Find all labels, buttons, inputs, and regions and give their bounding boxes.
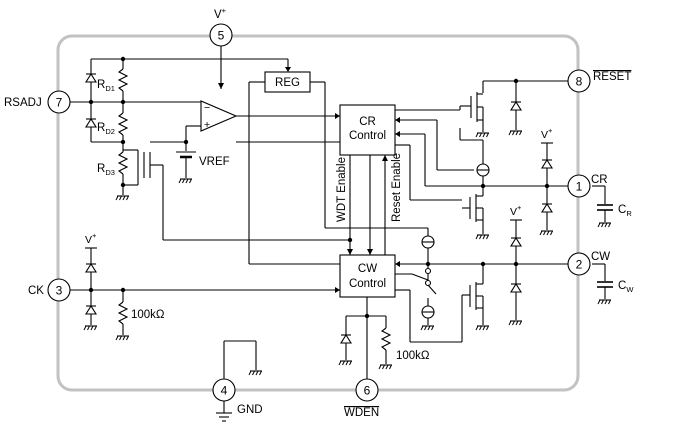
pin-2: 2 <box>567 252 591 276</box>
switch-cw-bot <box>424 279 432 287</box>
comparator-plus: + <box>204 119 210 131</box>
pin-2-label: CW <box>591 251 610 263</box>
pin-8-label: RESET <box>593 71 631 83</box>
svg-text:2: 2 <box>576 258 583 272</box>
res-ck-label: 100kΩ <box>131 309 165 321</box>
diode-cw-top <box>510 237 522 247</box>
res-wden-label: 100kΩ <box>396 350 430 362</box>
svg-text:3: 3 <box>56 284 63 298</box>
vref-label: VREF <box>199 156 230 168</box>
diode-cr-bot <box>541 203 553 213</box>
pin-6-label: WDEN <box>344 407 379 419</box>
resistor-rd2 <box>117 112 129 136</box>
cw-control-block <box>339 254 396 298</box>
pin-7-label: RSADJ <box>4 97 42 109</box>
cr-control-label-2: Control <box>349 130 386 142</box>
resistor-ck <box>117 301 129 325</box>
svg-text:6: 6 <box>364 384 371 398</box>
cr-control-block <box>339 104 396 156</box>
cap-cw-label: CW <box>618 280 634 294</box>
diode-ck-bot <box>85 305 97 315</box>
diode-d1 <box>85 73 97 83</box>
pin-1-label: CR <box>591 174 608 186</box>
rd3-label: RD3 <box>97 163 115 177</box>
diode-reset <box>510 101 522 111</box>
svg-text:5: 5 <box>218 29 225 43</box>
switch-cw-top <box>424 267 432 275</box>
svg-text:8: 8 <box>576 75 583 89</box>
diode-wden <box>340 334 352 344</box>
vplus-ck: V+ <box>85 231 97 246</box>
reg-label: REG <box>275 77 300 89</box>
pin-5: 5 <box>209 23 233 47</box>
svg-text:7: 7 <box>56 96 63 110</box>
package-outline <box>56 34 580 392</box>
resistor-rd3 <box>117 151 129 175</box>
pin-8: 8 <box>567 69 591 93</box>
comparator <box>200 100 238 132</box>
rd2-label: RD2 <box>97 122 115 136</box>
pin-4-label: GND <box>237 404 263 416</box>
diode-cr-top <box>541 159 553 169</box>
diode-ck-top <box>85 263 97 273</box>
diode-cw-bot <box>510 283 522 293</box>
pin-1: 1 <box>567 174 591 198</box>
svg-text:4: 4 <box>221 384 228 398</box>
vplus-cr: V+ <box>541 126 553 141</box>
cw-control-label-1: CW <box>358 263 377 275</box>
pin-5-label: V+ <box>214 6 227 21</box>
cap-cr-label: CR <box>618 204 632 218</box>
comparator-minus: − <box>204 102 210 114</box>
resistor-wden <box>380 327 392 351</box>
reset-enable-label: Reset Enable <box>391 153 403 222</box>
cr-control-label-1: CR <box>359 116 376 128</box>
pin-3-label: CK <box>28 285 44 297</box>
cw-control-label-2: Control <box>349 278 386 290</box>
pin-7: 7 <box>47 90 71 114</box>
pin-6: 6 <box>355 378 379 402</box>
svg-text:1: 1 <box>576 180 583 194</box>
wdt-enable-label: WDT Enable <box>336 157 348 222</box>
vplus-cw: V+ <box>510 203 522 218</box>
pin-4: 4 <box>212 378 236 402</box>
resistor-rd1 <box>117 68 129 92</box>
rd1-label: RD1 <box>97 79 115 93</box>
diode-d2 <box>85 118 97 128</box>
pin-3: 3 <box>47 278 71 302</box>
